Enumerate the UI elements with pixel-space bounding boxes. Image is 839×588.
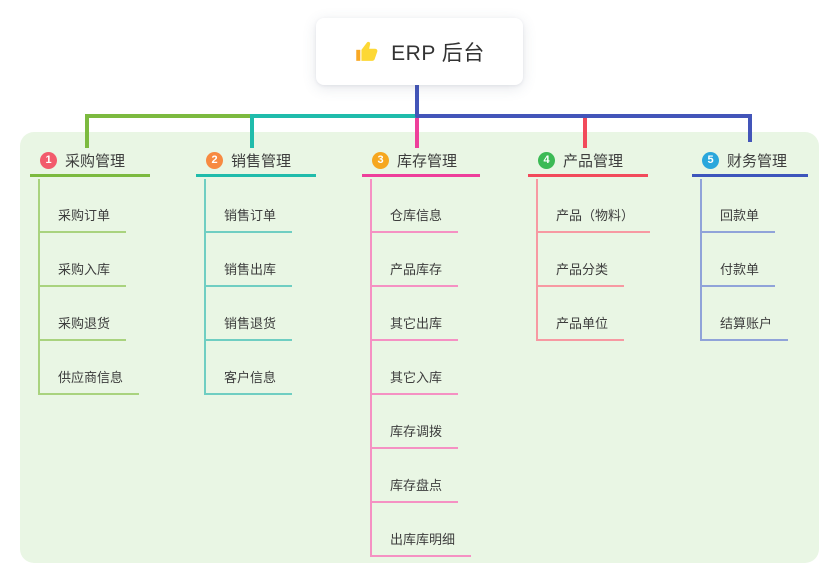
branch-children: 仓库信息 产品库存 其它出库 其它入库 库存调拨 库存盘点 出库库明细 bbox=[370, 179, 472, 557]
node-label: 出库库明细 bbox=[370, 529, 472, 557]
node-supplier-info[interactable]: 供应商信息 bbox=[38, 341, 140, 395]
connector-horizontal-teal bbox=[250, 114, 417, 118]
node-receipt-bill[interactable]: 回款单 bbox=[700, 179, 788, 233]
node-label: 回款单 bbox=[700, 205, 776, 233]
branch-header-sales[interactable]: 2 销售管理 bbox=[196, 146, 316, 177]
node-label: 产品单位 bbox=[536, 313, 625, 341]
connector-drop-inventory bbox=[415, 116, 419, 148]
root-stem-line bbox=[415, 85, 419, 116]
root-node-title: ERP 后台 bbox=[391, 41, 485, 65]
connector-drop-product bbox=[583, 114, 587, 148]
connector-horizontal-green bbox=[85, 114, 252, 118]
node-outbound-detail[interactable]: 出库库明细 bbox=[370, 503, 472, 557]
branches-background-panel bbox=[20, 132, 819, 563]
branch-number-badge: 5 bbox=[702, 151, 719, 169]
branch-trunk-line bbox=[536, 179, 538, 339]
node-label: 供应商信息 bbox=[38, 367, 140, 395]
node-label: 库存盘点 bbox=[370, 475, 459, 503]
node-product-stock[interactable]: 产品库存 bbox=[370, 233, 471, 287]
node-product-unit[interactable]: 产品单位 bbox=[536, 287, 650, 341]
branch-children: 采购订单 采购入库 采购退货 供应商信息 bbox=[38, 179, 140, 395]
node-product-category[interactable]: 产品分类 bbox=[536, 233, 650, 287]
node-stock-transfer[interactable]: 库存调拨 bbox=[370, 395, 471, 449]
connector-drop-procurement bbox=[85, 114, 89, 148]
node-label: 销售出库 bbox=[204, 259, 293, 287]
node-label: 销售订单 bbox=[204, 205, 293, 233]
branch-children: 产品（物料） 产品分类 产品单位 bbox=[536, 179, 651, 341]
branch-number-badge: 4 bbox=[538, 151, 555, 169]
branch-number-badge: 1 bbox=[40, 151, 57, 169]
branch-title: 销售管理 bbox=[231, 152, 292, 170]
root-node-erp-backend[interactable]: ERP 后台 bbox=[316, 18, 523, 85]
node-warehouse-info[interactable]: 仓库信息 bbox=[370, 179, 471, 233]
branch-header-inventory[interactable]: 3 库存管理 bbox=[362, 146, 480, 177]
branch-trunk-line bbox=[700, 179, 702, 339]
node-label: 采购订单 bbox=[38, 205, 127, 233]
node-label: 产品分类 bbox=[536, 259, 625, 287]
node-label: 采购退货 bbox=[38, 313, 127, 341]
node-purchase-order[interactable]: 采购订单 bbox=[38, 179, 139, 233]
node-stock-check[interactable]: 库存盘点 bbox=[370, 449, 471, 503]
node-sales-order[interactable]: 销售订单 bbox=[204, 179, 293, 233]
branch-title: 采购管理 bbox=[65, 152, 126, 170]
branch-children: 销售订单 销售出库 销售退货 客户信息 bbox=[204, 179, 293, 395]
node-label: 其它出库 bbox=[370, 313, 459, 341]
branch-number-badge: 3 bbox=[372, 151, 389, 169]
node-settlement-account[interactable]: 结算账户 bbox=[700, 287, 789, 341]
branch-header-finance[interactable]: 5 财务管理 bbox=[692, 146, 808, 177]
branch-number-badge: 2 bbox=[206, 151, 223, 169]
node-other-outbound[interactable]: 其它出库 bbox=[370, 287, 471, 341]
node-sales-return[interactable]: 销售退货 bbox=[204, 287, 293, 341]
node-product-material[interactable]: 产品（物料） bbox=[536, 179, 651, 233]
branch-title: 财务管理 bbox=[727, 152, 788, 170]
node-label: 产品库存 bbox=[370, 259, 459, 287]
branch-trunk-line bbox=[370, 179, 372, 555]
connector-horizontal-blue bbox=[415, 114, 752, 118]
node-label: 产品（物料） bbox=[536, 205, 651, 233]
branch-children: 回款单 付款单 结算账户 bbox=[700, 179, 789, 341]
branch-header-procurement[interactable]: 1 采购管理 bbox=[30, 146, 150, 177]
branch-title: 库存管理 bbox=[397, 152, 458, 170]
node-other-inbound[interactable]: 其它入库 bbox=[370, 341, 471, 395]
node-label: 仓库信息 bbox=[370, 205, 459, 233]
connector-drop-finance bbox=[748, 114, 752, 142]
node-purchase-inbound[interactable]: 采购入库 bbox=[38, 233, 139, 287]
node-label: 销售退货 bbox=[204, 313, 293, 341]
node-label: 其它入库 bbox=[370, 367, 459, 395]
node-customer-info[interactable]: 客户信息 bbox=[204, 341, 293, 395]
thumbs-up-icon bbox=[356, 41, 378, 61]
branch-title: 产品管理 bbox=[563, 152, 624, 170]
node-label: 结算账户 bbox=[700, 313, 789, 341]
connector-drop-sales bbox=[250, 114, 254, 148]
node-label: 采购入库 bbox=[38, 259, 127, 287]
node-label: 付款单 bbox=[700, 259, 776, 287]
node-label: 客户信息 bbox=[204, 367, 293, 395]
branch-header-product[interactable]: 4 产品管理 bbox=[528, 146, 648, 177]
node-payment-bill[interactable]: 付款单 bbox=[700, 233, 788, 287]
node-purchase-return[interactable]: 采购退货 bbox=[38, 287, 139, 341]
node-sales-outbound[interactable]: 销售出库 bbox=[204, 233, 293, 287]
node-label: 库存调拨 bbox=[370, 421, 459, 449]
